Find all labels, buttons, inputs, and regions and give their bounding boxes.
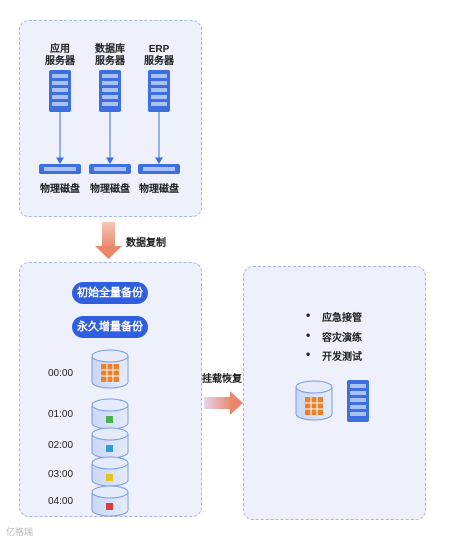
mount-restore-label: 挂载恢复 [202,374,242,385]
watermark: 亿格瑞 [6,527,34,537]
time-label: 02:00 [48,440,74,451]
server-icon [148,70,170,112]
recovery-item: 应急接管 [306,308,362,324]
time-label: 00:00 [48,368,74,379]
server-icon [49,70,71,112]
connector-lines [56,112,163,164]
disk-label-db: 物理磁盘 [90,184,130,195]
server-icon [347,380,369,422]
server-name-line1: 应用 [50,44,70,55]
incremental-cylinder [91,398,129,430]
time-label: 03:00 [48,469,74,480]
time-label: 04:00 [48,496,74,507]
grid-icon [101,364,119,382]
server-name-line1: ERP [148,44,170,55]
full-backup-cylinder [91,349,129,389]
server-icon [99,70,121,112]
server-name-line2: 服务器 [95,56,125,67]
incremental-cylinder [91,427,129,459]
recovery-item: 容灾演练 [306,328,362,344]
full-backup-pill: 初始全量备份 [72,282,148,304]
recovery-cylinder [295,380,333,421]
disk-label-erp: 物理磁盘 [139,184,179,195]
recovery-item: 开发测试 [306,347,362,363]
server-name-line1: 数据库 [95,44,125,55]
incremental-cylinder [91,456,129,487]
incremental-cylinder [91,485,129,517]
disk-icon [89,164,131,174]
incremental-backup-pill: 永久增量备份 [72,316,148,338]
server-label-db: 数据库 服务器 [88,44,132,68]
replicate-arrow [95,222,122,259]
server-label-erp: ERP 服务器 [137,44,181,68]
disk-icon [138,164,180,174]
disk-icon [39,164,81,174]
grid-icon [305,397,323,415]
server-label-app: 应用 服务器 [38,44,82,68]
server-name-line2: 服务器 [144,56,174,67]
server-name-line2: 服务器 [45,56,75,67]
mount-arrow [204,391,243,415]
disk-label-app: 物理磁盘 [40,184,80,195]
time-label: 01:00 [48,409,74,420]
replicate-label: 数据复制 [126,238,166,249]
